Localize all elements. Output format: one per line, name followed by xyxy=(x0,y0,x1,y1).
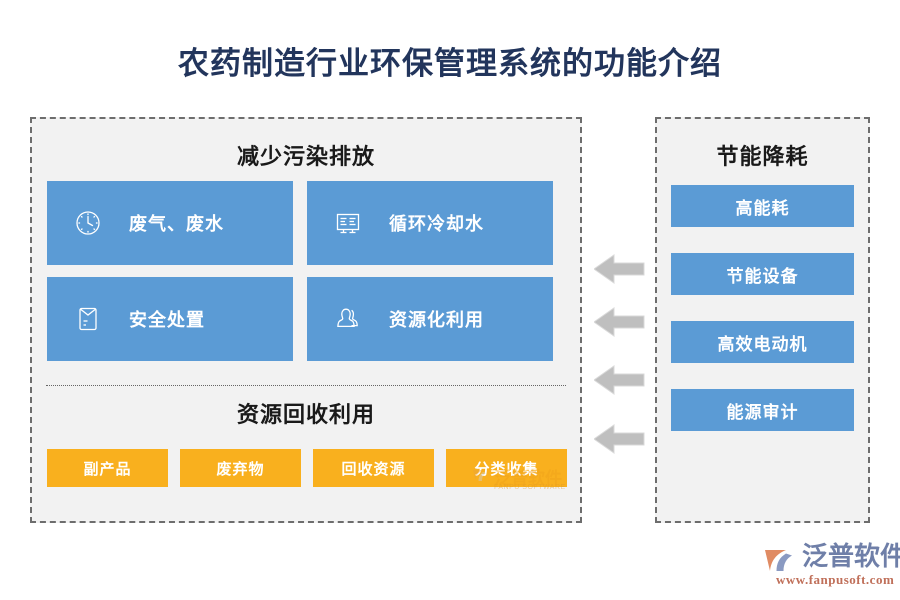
energy-item-high-consumption[interactable]: 高能耗 xyxy=(671,185,854,227)
panel-pollution-reduction: 减少污染排放 xyxy=(30,117,582,523)
resource-chip-row: 副产品 废弃物 回收资源 分类收集 xyxy=(47,449,567,487)
chip-label: 回收资源 xyxy=(341,461,406,478)
clock-icon xyxy=(73,208,103,238)
feature-card-resource-utilization[interactable]: 资源化利用 xyxy=(307,277,553,361)
arrow-left-2 xyxy=(594,305,646,339)
section-heading-pollution: 减少污染排放 xyxy=(236,144,375,169)
energy-item-saving-equipment[interactable]: 节能设备 xyxy=(671,253,854,295)
pollution-top-section: 减少污染排放 xyxy=(32,119,580,171)
users-icon xyxy=(333,304,363,334)
panel-energy-saving: 节能降耗 高能耗 节能设备 高效电动机 能源审计 xyxy=(655,117,870,523)
energy-item-energy-audit[interactable]: 能源审计 xyxy=(671,389,854,431)
envelope-icon xyxy=(73,304,103,334)
resource-recovery-section: 资源回收利用 xyxy=(32,397,580,429)
energy-item-efficient-motor[interactable]: 高效电动机 xyxy=(671,321,854,363)
chip-sorted-collection[interactable]: 分类收集 xyxy=(446,449,567,487)
energy-item-label: 高能耗 xyxy=(735,198,790,218)
feature-card-label: 安全处置 xyxy=(129,310,205,330)
feature-card-grid: 废气、废水 xyxy=(47,181,565,361)
board-icon xyxy=(333,208,363,238)
feature-card-label: 循环冷却水 xyxy=(389,214,484,234)
brand-name: 泛普软件 xyxy=(802,542,900,571)
brand-url: www.fanpusoft.com xyxy=(776,572,895,587)
chip-byproduct[interactable]: 副产品 xyxy=(47,449,168,487)
chip-label: 分类收集 xyxy=(474,461,539,478)
feature-card-label: 废气、废水 xyxy=(129,214,224,234)
chip-waste[interactable]: 废弃物 xyxy=(180,449,301,487)
chip-label: 废弃物 xyxy=(216,461,265,478)
chip-recycled-resource[interactable]: 回收资源 xyxy=(313,449,434,487)
section-divider xyxy=(46,385,566,386)
section-heading-resource-recovery: 资源回收利用 xyxy=(236,402,375,427)
page-title: 农药制造行业环保管理系统的功能介绍 xyxy=(178,46,722,81)
energy-item-label: 高效电动机 xyxy=(717,334,808,354)
fanpu-logo-icon xyxy=(762,544,800,581)
energy-item-label: 能源审计 xyxy=(726,402,799,422)
section-heading-energy-saving: 节能降耗 xyxy=(716,144,809,169)
arrow-left-4 xyxy=(594,422,646,456)
brand-logo: 泛普软件 www.fanpusoft.com xyxy=(762,542,900,590)
energy-item-label: 节能设备 xyxy=(726,266,799,286)
feature-card-label: 资源化利用 xyxy=(389,310,484,330)
feature-card-safe-disposal[interactable]: 安全处置 xyxy=(47,277,293,361)
chip-label: 副产品 xyxy=(83,461,132,478)
energy-item-list: 高能耗 节能设备 高效电动机 能源审计 xyxy=(671,185,854,431)
arrow-left-3 xyxy=(594,363,646,397)
feature-card-cooling-water[interactable]: 循环冷却水 xyxy=(307,181,553,265)
feature-card-waste-gas-water[interactable]: 废气、废水 xyxy=(47,181,293,265)
arrow-left-1 xyxy=(594,252,646,286)
